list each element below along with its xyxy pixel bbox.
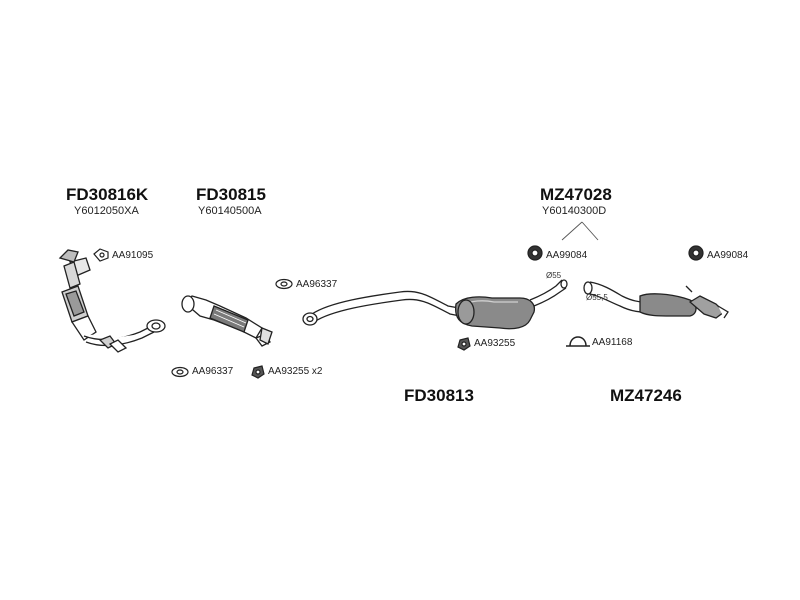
gasket-icon xyxy=(275,278,293,290)
diameter-label-55: Ø55 xyxy=(546,271,562,280)
clamp-icon xyxy=(566,336,590,347)
rear-silencer-drawing xyxy=(583,281,729,319)
rubber-mount-icon xyxy=(688,245,704,261)
gasket-icon xyxy=(93,248,109,262)
accessory-label-aa93255-x2: AA93255 x2 xyxy=(268,366,323,377)
part-number-mz47028: MZ47028 xyxy=(540,185,612,204)
accessory-label-aa96337-top: AA96337 xyxy=(296,279,338,290)
diameter-label-55-5: Ø55,5 xyxy=(586,293,608,302)
reference-number-mz47028: Y60140300D xyxy=(542,205,607,217)
part-number-fd30816k: FD30816K xyxy=(66,185,149,204)
reference-number-fd30815: Y60140500A xyxy=(198,205,262,217)
nut-icon xyxy=(457,337,471,351)
part-number-mz47246: MZ47246 xyxy=(610,386,682,405)
accessory-label-aa96337-bottom: AA96337 xyxy=(192,366,234,377)
middle-silencer-drawing xyxy=(302,279,568,330)
reference-number-fd30816k: Y6012050XA xyxy=(74,205,139,217)
rubber-mount-icon xyxy=(527,245,543,261)
accessory-label-aa91095: AA91095 xyxy=(112,250,154,261)
mz47028-leader-lines xyxy=(561,221,599,241)
accessory-label-aa91168: AA91168 xyxy=(592,337,633,348)
accessory-label-aa99084-left: AA99084 xyxy=(546,250,588,261)
nut-icon xyxy=(251,365,265,379)
accessory-label-aa93255: AA93255 xyxy=(474,338,516,349)
accessory-label-aa99084-right: AA99084 xyxy=(707,250,749,261)
gasket-icon xyxy=(171,366,189,378)
part-number-fd30815: FD30815 xyxy=(196,185,266,204)
flex-pipe-drawing xyxy=(181,295,273,347)
catalytic-converter-drawing xyxy=(58,249,166,353)
part-number-fd30813: FD30813 xyxy=(404,386,474,405)
